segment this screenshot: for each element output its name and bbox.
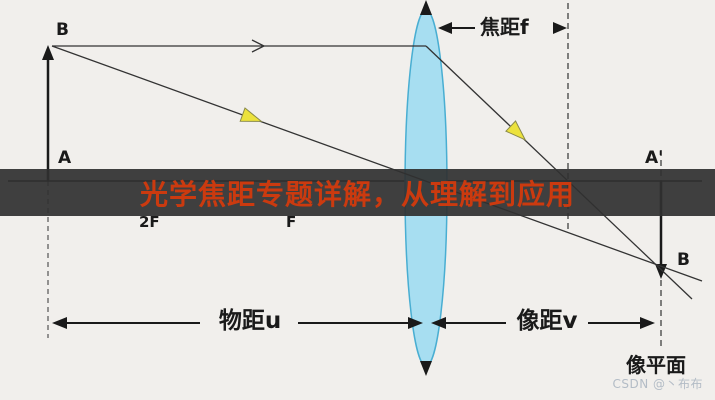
focal-length-label: 焦距f bbox=[480, 15, 529, 39]
object-label-a: A bbox=[58, 148, 72, 168]
image-distance-arrow bbox=[431, 317, 655, 329]
focal-length-arrows bbox=[438, 22, 567, 34]
image-label-a-prime: A' bbox=[645, 148, 664, 168]
lens-bottom-arrowhead bbox=[420, 361, 432, 376]
yellow-ray-arrowhead-central bbox=[239, 107, 263, 122]
banner-title: 光学焦距专题详解，从理解到应用 bbox=[139, 177, 575, 211]
focal-right-arrowhead bbox=[553, 22, 567, 34]
tick-label-2f: 2F bbox=[139, 213, 160, 231]
object-arrow bbox=[42, 45, 54, 181]
focal-left-arrowhead bbox=[438, 22, 452, 34]
image-plane-label: 像平面 bbox=[626, 353, 686, 377]
object-distance-arrow bbox=[52, 317, 423, 329]
ray-chevron-arrowhead bbox=[251, 39, 266, 53]
object-label-b: B bbox=[56, 20, 69, 40]
lens-top-arrowhead bbox=[420, 0, 432, 15]
title-banner: 光学焦距专题详解，从理解到应用 bbox=[0, 169, 715, 216]
yellow-ray-arrowhead-refracted bbox=[505, 120, 527, 141]
watermark: CSDN @丶布布 bbox=[612, 377, 703, 391]
image-label-b: B bbox=[677, 250, 690, 270]
parallel-ray bbox=[52, 39, 426, 53]
tick-label-f: F bbox=[286, 213, 297, 231]
central-ray bbox=[51, 45, 703, 282]
object-distance-label: 物距u bbox=[218, 308, 282, 334]
image-distance-label: 像距v bbox=[516, 308, 578, 334]
